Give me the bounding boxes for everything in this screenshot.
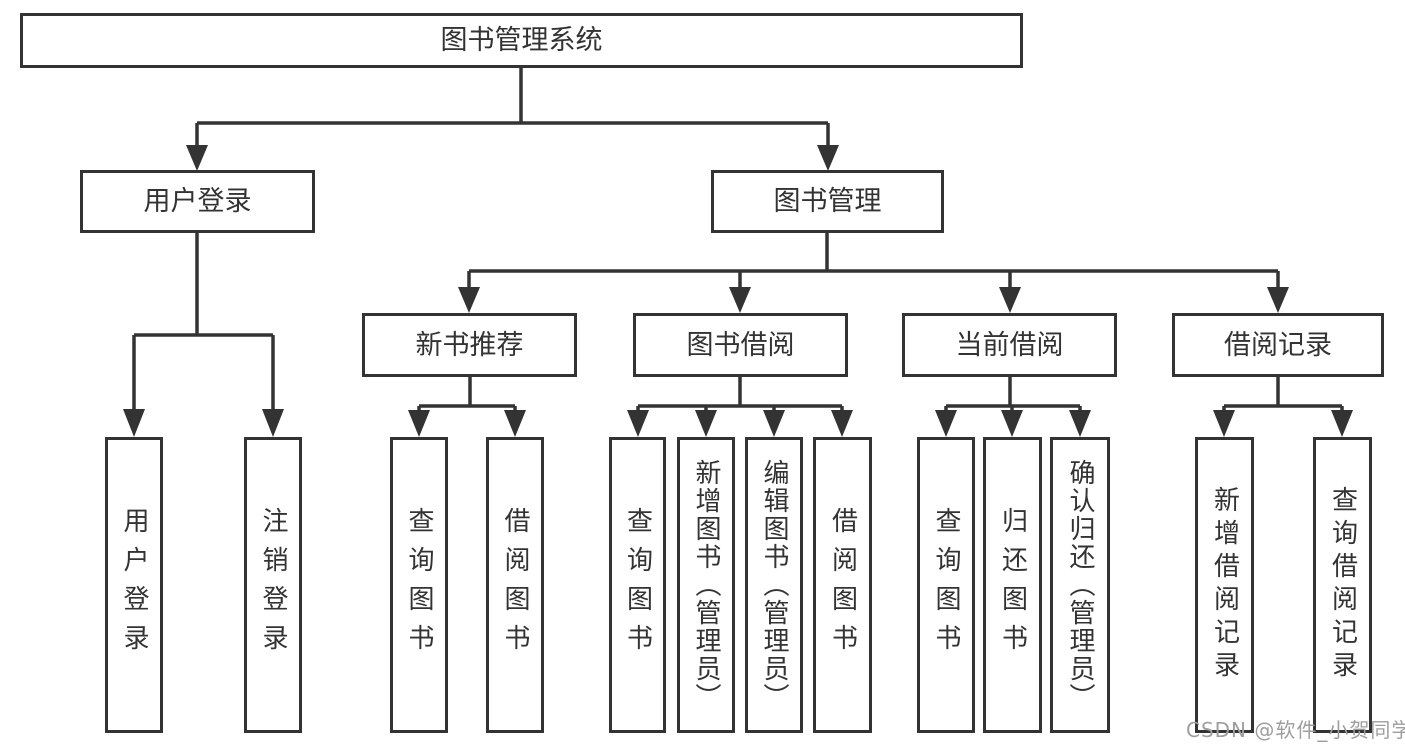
leaf-add-books-admin: 新增图书（管理员） — [677, 437, 735, 733]
leaf-borrow-books-rec-label: 借阅图书 — [500, 507, 530, 663]
node-root-system-label: 图书管理系统 — [440, 25, 603, 56]
node-book-borrowing: 图书借阅 — [633, 313, 848, 377]
connector-new-book-rec-to-leaves — [408, 377, 526, 437]
node-user-login-branch: 用户登录 — [80, 170, 315, 233]
leaf-add-borrow-record: 新增借阅记录 — [1195, 437, 1254, 733]
leaf-query-books-borrow: 查询图书 — [609, 437, 666, 733]
node-user-login-branch-label: 用户登录 — [143, 186, 252, 217]
leaf-edit-books-admin-label: 编辑图书（管理员） — [759, 459, 789, 711]
leaf-query-borrow-record: 查询借阅记录 — [1313, 437, 1372, 733]
leaf-borrow-books-rec: 借阅图书 — [486, 437, 544, 733]
connector-book-mgmt-to-level3 — [458, 233, 1289, 313]
connector-root-to-level2 — [186, 67, 839, 171]
leaf-borrow-books-borrow: 借阅图书 — [813, 437, 872, 733]
leaf-logout-label: 注销登录 — [258, 507, 288, 663]
connector-user-login-to-leaves — [123, 233, 284, 437]
leaf-confirm-return-admin-label: 确认归还（管理员） — [1065, 459, 1095, 711]
node-book-mgmt-branch-label: 图书管理 — [773, 186, 882, 217]
node-borrowing-records-label: 借阅记录 — [1224, 329, 1332, 361]
watermark: CSDN @软件_小贺同学 — [1186, 718, 1405, 742]
leaf-user-login-label: 用户登录 — [119, 507, 149, 663]
node-root-system: 图书管理系统 — [20, 13, 1023, 68]
node-borrowing-records: 借阅记录 — [1172, 313, 1384, 377]
node-current-borrowing: 当前借阅 — [902, 313, 1117, 377]
leaf-query-books-current-label: 查询图书 — [931, 507, 961, 663]
leaf-query-books-borrow-label: 查询图书 — [622, 507, 653, 663]
node-new-book-rec-label: 新书推荐 — [415, 329, 524, 361]
leaf-query-borrow-record-label: 查询借阅记录 — [1327, 486, 1358, 684]
leaf-query-books-rec: 查询图书 — [390, 437, 448, 733]
leaf-logout: 注销登录 — [244, 437, 302, 733]
connector-book-borrowing-to-leaves — [627, 377, 853, 437]
leaf-user-login: 用户登录 — [105, 437, 163, 733]
leaf-borrow-books-borrow-label: 借阅图书 — [827, 507, 858, 663]
leaf-query-books-rec-label: 查询图书 — [404, 507, 434, 663]
leaf-confirm-return-admin: 确认归还（管理员） — [1050, 437, 1110, 733]
connector-borrowing-records-to-leaves — [1213, 377, 1353, 437]
leaf-edit-books-admin: 编辑图书（管理员） — [745, 437, 803, 733]
node-new-book-rec: 新书推荐 — [362, 313, 577, 377]
leaf-add-borrow-record-label: 新增借阅记录 — [1209, 486, 1240, 684]
connector-current-borrowing-to-leaves — [935, 377, 1091, 437]
leaf-query-books-current: 查询图书 — [917, 437, 975, 733]
leaf-add-books-admin-label: 新增图书（管理员） — [691, 459, 721, 711]
leaf-return-books-label: 归还图书 — [997, 507, 1028, 663]
node-current-borrowing-label: 当前借阅 — [955, 329, 1064, 361]
node-book-mgmt-branch: 图书管理 — [711, 170, 944, 233]
leaf-return-books: 归还图书 — [983, 437, 1042, 733]
node-book-borrowing-label: 图书借阅 — [686, 329, 795, 361]
